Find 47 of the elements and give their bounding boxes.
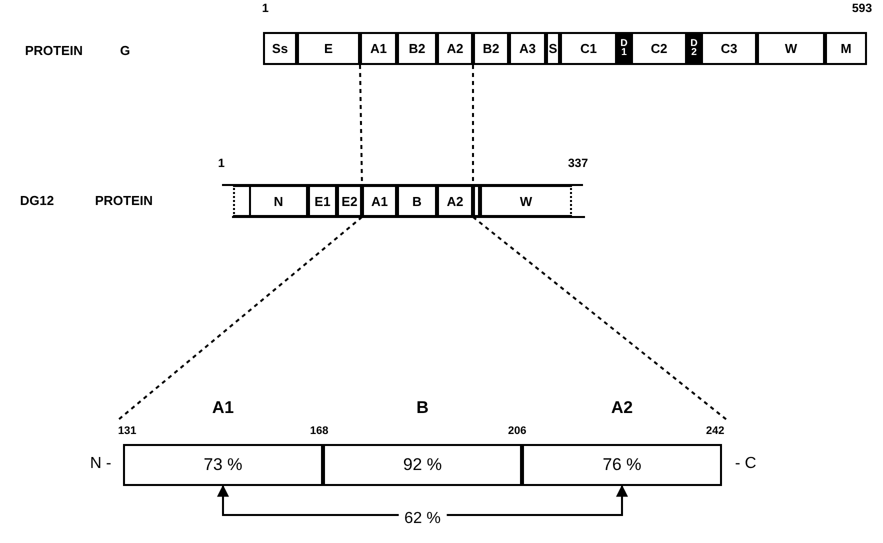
identity-segment: 76 %: [522, 444, 722, 486]
region-heading: B: [416, 398, 429, 418]
protein-name: G: [120, 43, 130, 58]
protein-name: PROTEIN: [25, 43, 83, 58]
domain-segment: Ss: [263, 32, 297, 65]
domain-segment: E2: [337, 185, 362, 217]
identity-segment: 92 %: [323, 444, 522, 486]
domain-segment: D2: [687, 32, 701, 65]
terminus-label: - C: [735, 455, 756, 473]
position-number: 337: [568, 156, 588, 170]
position-number: 168: [310, 425, 328, 437]
domain-segment: B2: [397, 32, 437, 65]
protein-name: PROTEIN: [95, 193, 153, 208]
domain-segment: N: [249, 185, 308, 217]
domain-segment: A1: [360, 32, 397, 65]
region-heading: A2: [611, 398, 633, 418]
arrow: [217, 484, 628, 516]
region-heading: A1: [212, 398, 234, 418]
domain-segment: A3: [509, 32, 546, 65]
domain-segment: A2: [437, 185, 473, 217]
domain-segment: B: [397, 185, 437, 217]
domain-segment: W: [480, 185, 572, 217]
domain-segment: E1: [308, 185, 337, 217]
position-number: 206: [508, 425, 526, 437]
domain-segment: A1: [362, 185, 397, 217]
terminus-label: N -: [90, 455, 112, 473]
blank-segment: [473, 185, 480, 217]
position-number: 131: [118, 425, 136, 437]
domain-segment: S: [546, 32, 560, 65]
dashed-connector: [472, 216, 728, 421]
dashed-connector: [117, 216, 363, 421]
domain-segment: M: [825, 32, 867, 65]
domain-segment: D1: [617, 32, 631, 65]
domain-segment: C2: [631, 32, 687, 65]
position-number: 1: [218, 156, 225, 170]
domain-segment: C3: [701, 32, 757, 65]
blank-segment: [233, 185, 249, 217]
position-number: 1: [262, 1, 269, 15]
domain-segment: W: [757, 32, 825, 65]
domain-segment: C1: [560, 32, 617, 65]
domain-segment: B2: [473, 32, 509, 65]
domain-segment: A2: [437, 32, 473, 65]
identity-segment: 73 %: [123, 444, 323, 486]
domain-segment: E: [297, 32, 360, 65]
position-number: 242: [706, 425, 724, 437]
protein-name: DG12: [20, 193, 54, 208]
position-number: 593: [852, 1, 872, 15]
